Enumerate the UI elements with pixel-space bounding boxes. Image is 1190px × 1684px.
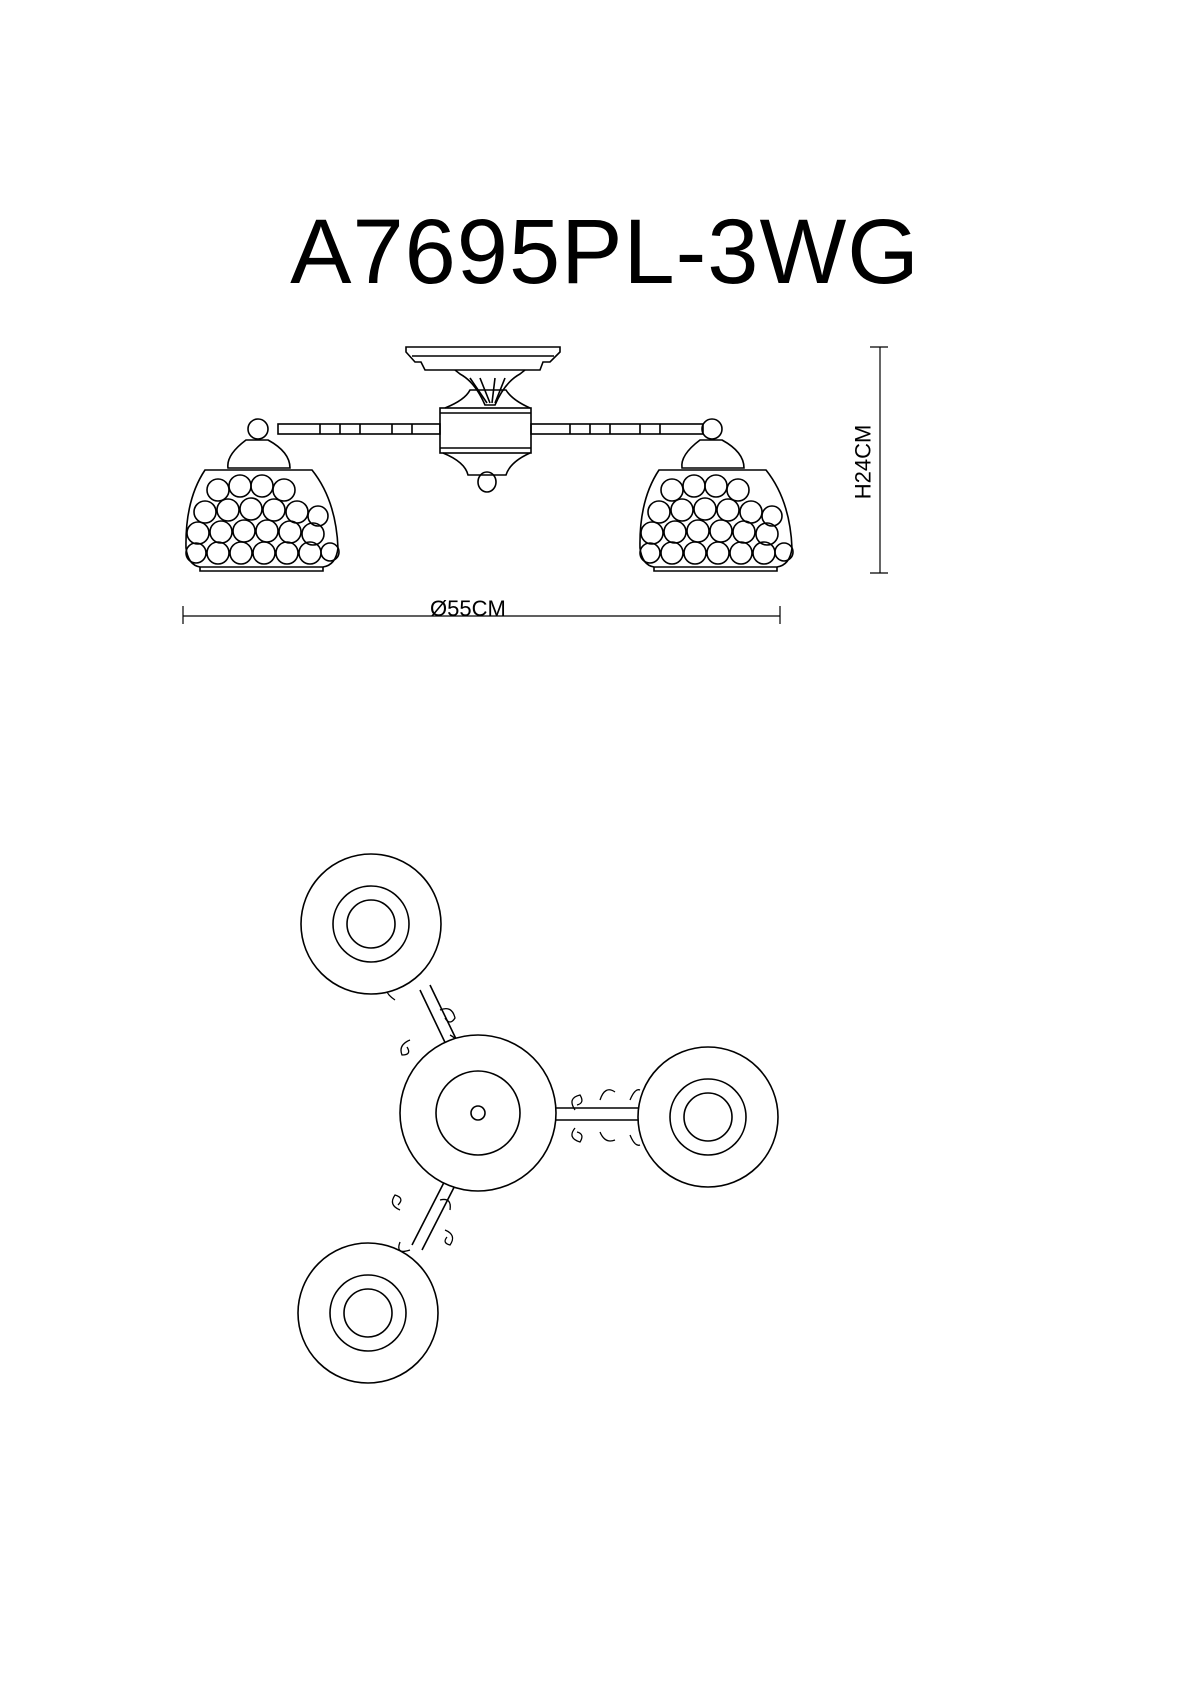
crystal-beads [185,474,340,565]
shade-bottom-left [297,1242,439,1384]
side-view [185,346,794,572]
top-view [297,853,779,1384]
right-shade [639,418,794,572]
height-label: H24CM [850,424,876,500]
shade-top-left [300,853,442,995]
shade-right [637,1046,779,1188]
arm [277,423,704,435]
left-shade [185,418,340,572]
center-canopy [399,1034,557,1192]
ceiling-canopy [405,346,561,406]
height-dimension-line [870,346,888,574]
diameter-label: Ø55CM [430,596,506,621]
model-title: A7695PL-3WG [290,201,920,303]
width-dimension-line [182,606,781,624]
